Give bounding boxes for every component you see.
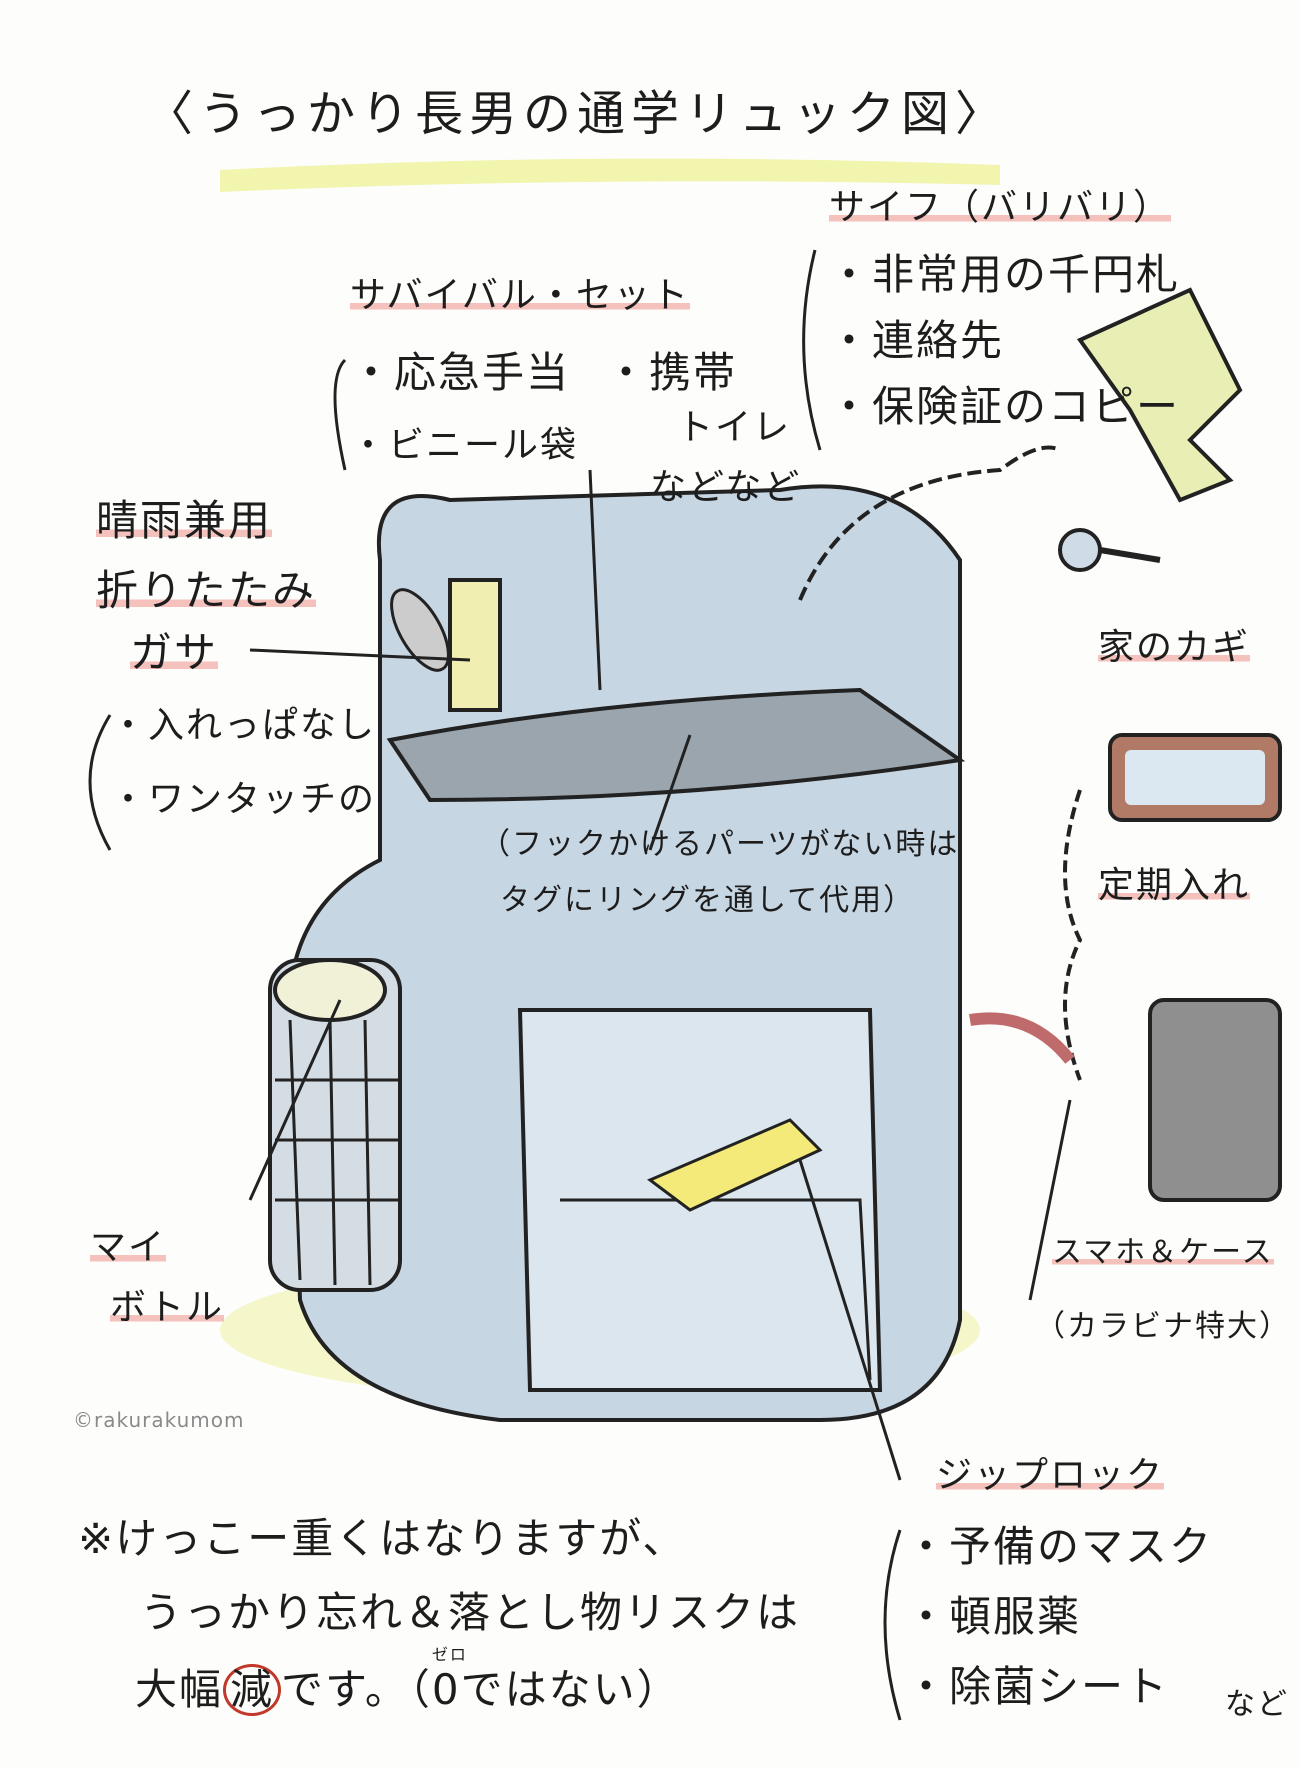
- survival-item: トイレ: [677, 407, 792, 448]
- leader-lines: [248, 469, 1072, 1481]
- smartphone-case: [1148, 998, 1282, 1202]
- ziplock-bag: [647, 1118, 823, 1212]
- pass-case-label: 定期入れ: [1098, 865, 1251, 906]
- zero: 0: [431, 1665, 461, 1714]
- survival-etc: などなど: [650, 467, 802, 508]
- phone-heading: スマホ＆ケース: [1052, 1235, 1274, 1270]
- survival-item: ・応急手当: [350, 348, 571, 397]
- footnote-line: うっかり忘れ＆落とし物リスクは: [140, 1588, 801, 1637]
- phone-note: （カラビナ特大）: [1035, 1309, 1291, 1344]
- copyright: ©rakurakumom: [73, 1408, 245, 1432]
- survival-item: ・携帯: [605, 348, 738, 397]
- ziplock-heading: ジップロック: [936, 1455, 1165, 1496]
- umbrella-item: ・入れっぱなし: [110, 705, 377, 746]
- wallet-item: ・保険証のコピー: [828, 382, 1181, 431]
- hook-note: タグにリングを通して代用）: [500, 883, 916, 918]
- survival-item: ・ビニール袋: [350, 425, 579, 466]
- wallet-heading: サイフ（バリバリ）: [829, 187, 1172, 228]
- bottle-label: マイ: [90, 1227, 167, 1268]
- zero-ruby: ゼロ: [431, 1645, 468, 1664]
- hook-note: （フックかけるパーツがない時は: [480, 827, 960, 862]
- circled-reduction: 減: [223, 1664, 282, 1716]
- umbrella-heading: ガサ: [130, 628, 219, 677]
- umbrella-heading: 折りたたみ: [96, 566, 317, 615]
- carabiner: [969, 1012, 1075, 1064]
- ziplock-item: ・予備のマスク: [905, 1522, 1214, 1571]
- bottle-label: ボトル: [110, 1287, 225, 1328]
- footnote-text: です。（: [281, 1665, 432, 1714]
- footnote-line: ※けっこー重くはなりますが、: [78, 1514, 687, 1563]
- wallet-item: ・非常用の千円札: [828, 250, 1181, 299]
- key-label: 家のカギ: [1098, 627, 1251, 668]
- page-title: 〈うっかり長男の通学リュック図〉: [145, 86, 1010, 142]
- ziplock-etc: など: [1225, 1687, 1289, 1722]
- key-coil: [798, 445, 1061, 601]
- wallet-item: ・連絡先: [828, 316, 1005, 365]
- ziplock-item: ・頓服薬: [905, 1592, 1082, 1641]
- footnote-text: 大幅: [135, 1665, 224, 1714]
- title-highlight: [220, 158, 1000, 192]
- umbrella: [448, 578, 502, 712]
- umbrella-item: ・ワンタッチの: [110, 779, 377, 820]
- ziplock-item: ・除菌シート: [905, 1662, 1170, 1711]
- umbrella-heading: 晴雨兼用: [96, 496, 273, 545]
- survival-heading: サバイバル・セット: [350, 275, 690, 316]
- wallet: [1076, 287, 1243, 503]
- key: [1058, 528, 1102, 572]
- bottle: [273, 958, 387, 1022]
- backpack-opening: [386, 687, 966, 803]
- footnote-text: ではない）: [460, 1665, 681, 1714]
